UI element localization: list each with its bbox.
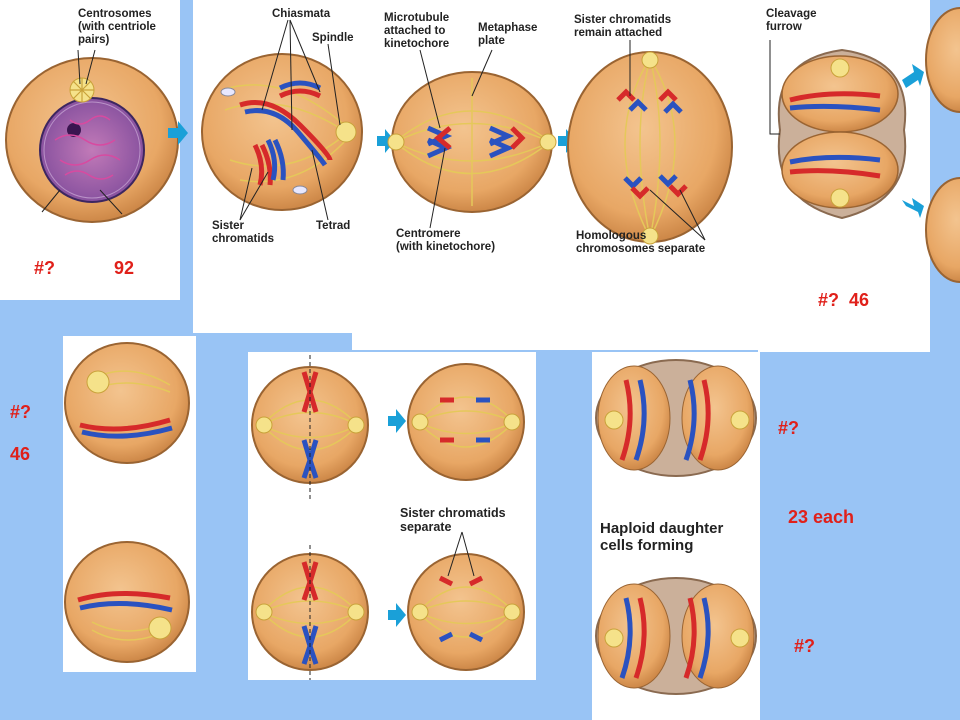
annotation-count: #? <box>778 418 800 438</box>
partial-cell <box>925 7 960 113</box>
arrow-icon <box>388 603 406 627</box>
label-tetrad: Tetrad <box>316 220 351 232</box>
annotation-count: #? <box>794 636 816 656</box>
partial-cell <box>925 177 960 283</box>
label-metaphase-plate: Metaphase plate <box>478 22 538 47</box>
cell-metaphase-1 <box>387 49 557 229</box>
arrow-icon <box>388 409 406 433</box>
cell-anaphase-1 <box>567 40 733 245</box>
cell-anaphase-2-bottom <box>407 531 525 671</box>
cell-prophase-2-top <box>64 342 190 464</box>
cell-telophase-1 <box>769 40 907 220</box>
cell-prophase-1 <box>201 19 363 221</box>
cell-interphase <box>5 49 179 223</box>
label-sister-separate: Sister chromatids separate <box>400 506 506 534</box>
annotation-count: #? <box>10 402 32 422</box>
label-cleavage-furrow: Cleavage furrow <box>766 8 817 33</box>
centrosome-icon <box>69 77 95 103</box>
arrow-icon <box>558 129 576 153</box>
arrow-icon <box>902 198 924 218</box>
annotation-count: 23 each <box>788 507 855 527</box>
label-centromere: Centromere (with kinetochore) <box>396 228 496 253</box>
label-centrosomes: Centrosomes (with centriole pairs) <box>78 8 156 46</box>
label-sister-chromatids: Sister chromatids <box>212 220 274 245</box>
annotation-count: 46 <box>10 444 31 464</box>
annotation-count: #? 46 <box>818 290 870 310</box>
label-homologous: Homologous chromosomes separate <box>576 230 706 255</box>
arrow-icon <box>902 64 924 88</box>
label-sister-attached: Sister chromatids remain attached <box>574 14 672 39</box>
arrow-icon <box>377 129 395 153</box>
arrow-icon <box>168 121 188 145</box>
cell-telophase-2-top <box>595 359 757 477</box>
cell-telophase-2-bottom <box>595 577 757 695</box>
annotation-count: #? <box>34 258 56 278</box>
cell-anaphase-2-top <box>407 363 525 481</box>
label-spindle: Spindle <box>312 32 354 44</box>
annotation-count: 92 <box>114 258 135 278</box>
label-microtubule: Microtubule attached to kinetochore <box>384 12 450 50</box>
label-haploid: Haploid daughter cells forming <box>600 520 724 554</box>
cell-prophase-2-bottom <box>64 541 190 663</box>
label-chiasmata: Chiasmata <box>272 8 331 20</box>
